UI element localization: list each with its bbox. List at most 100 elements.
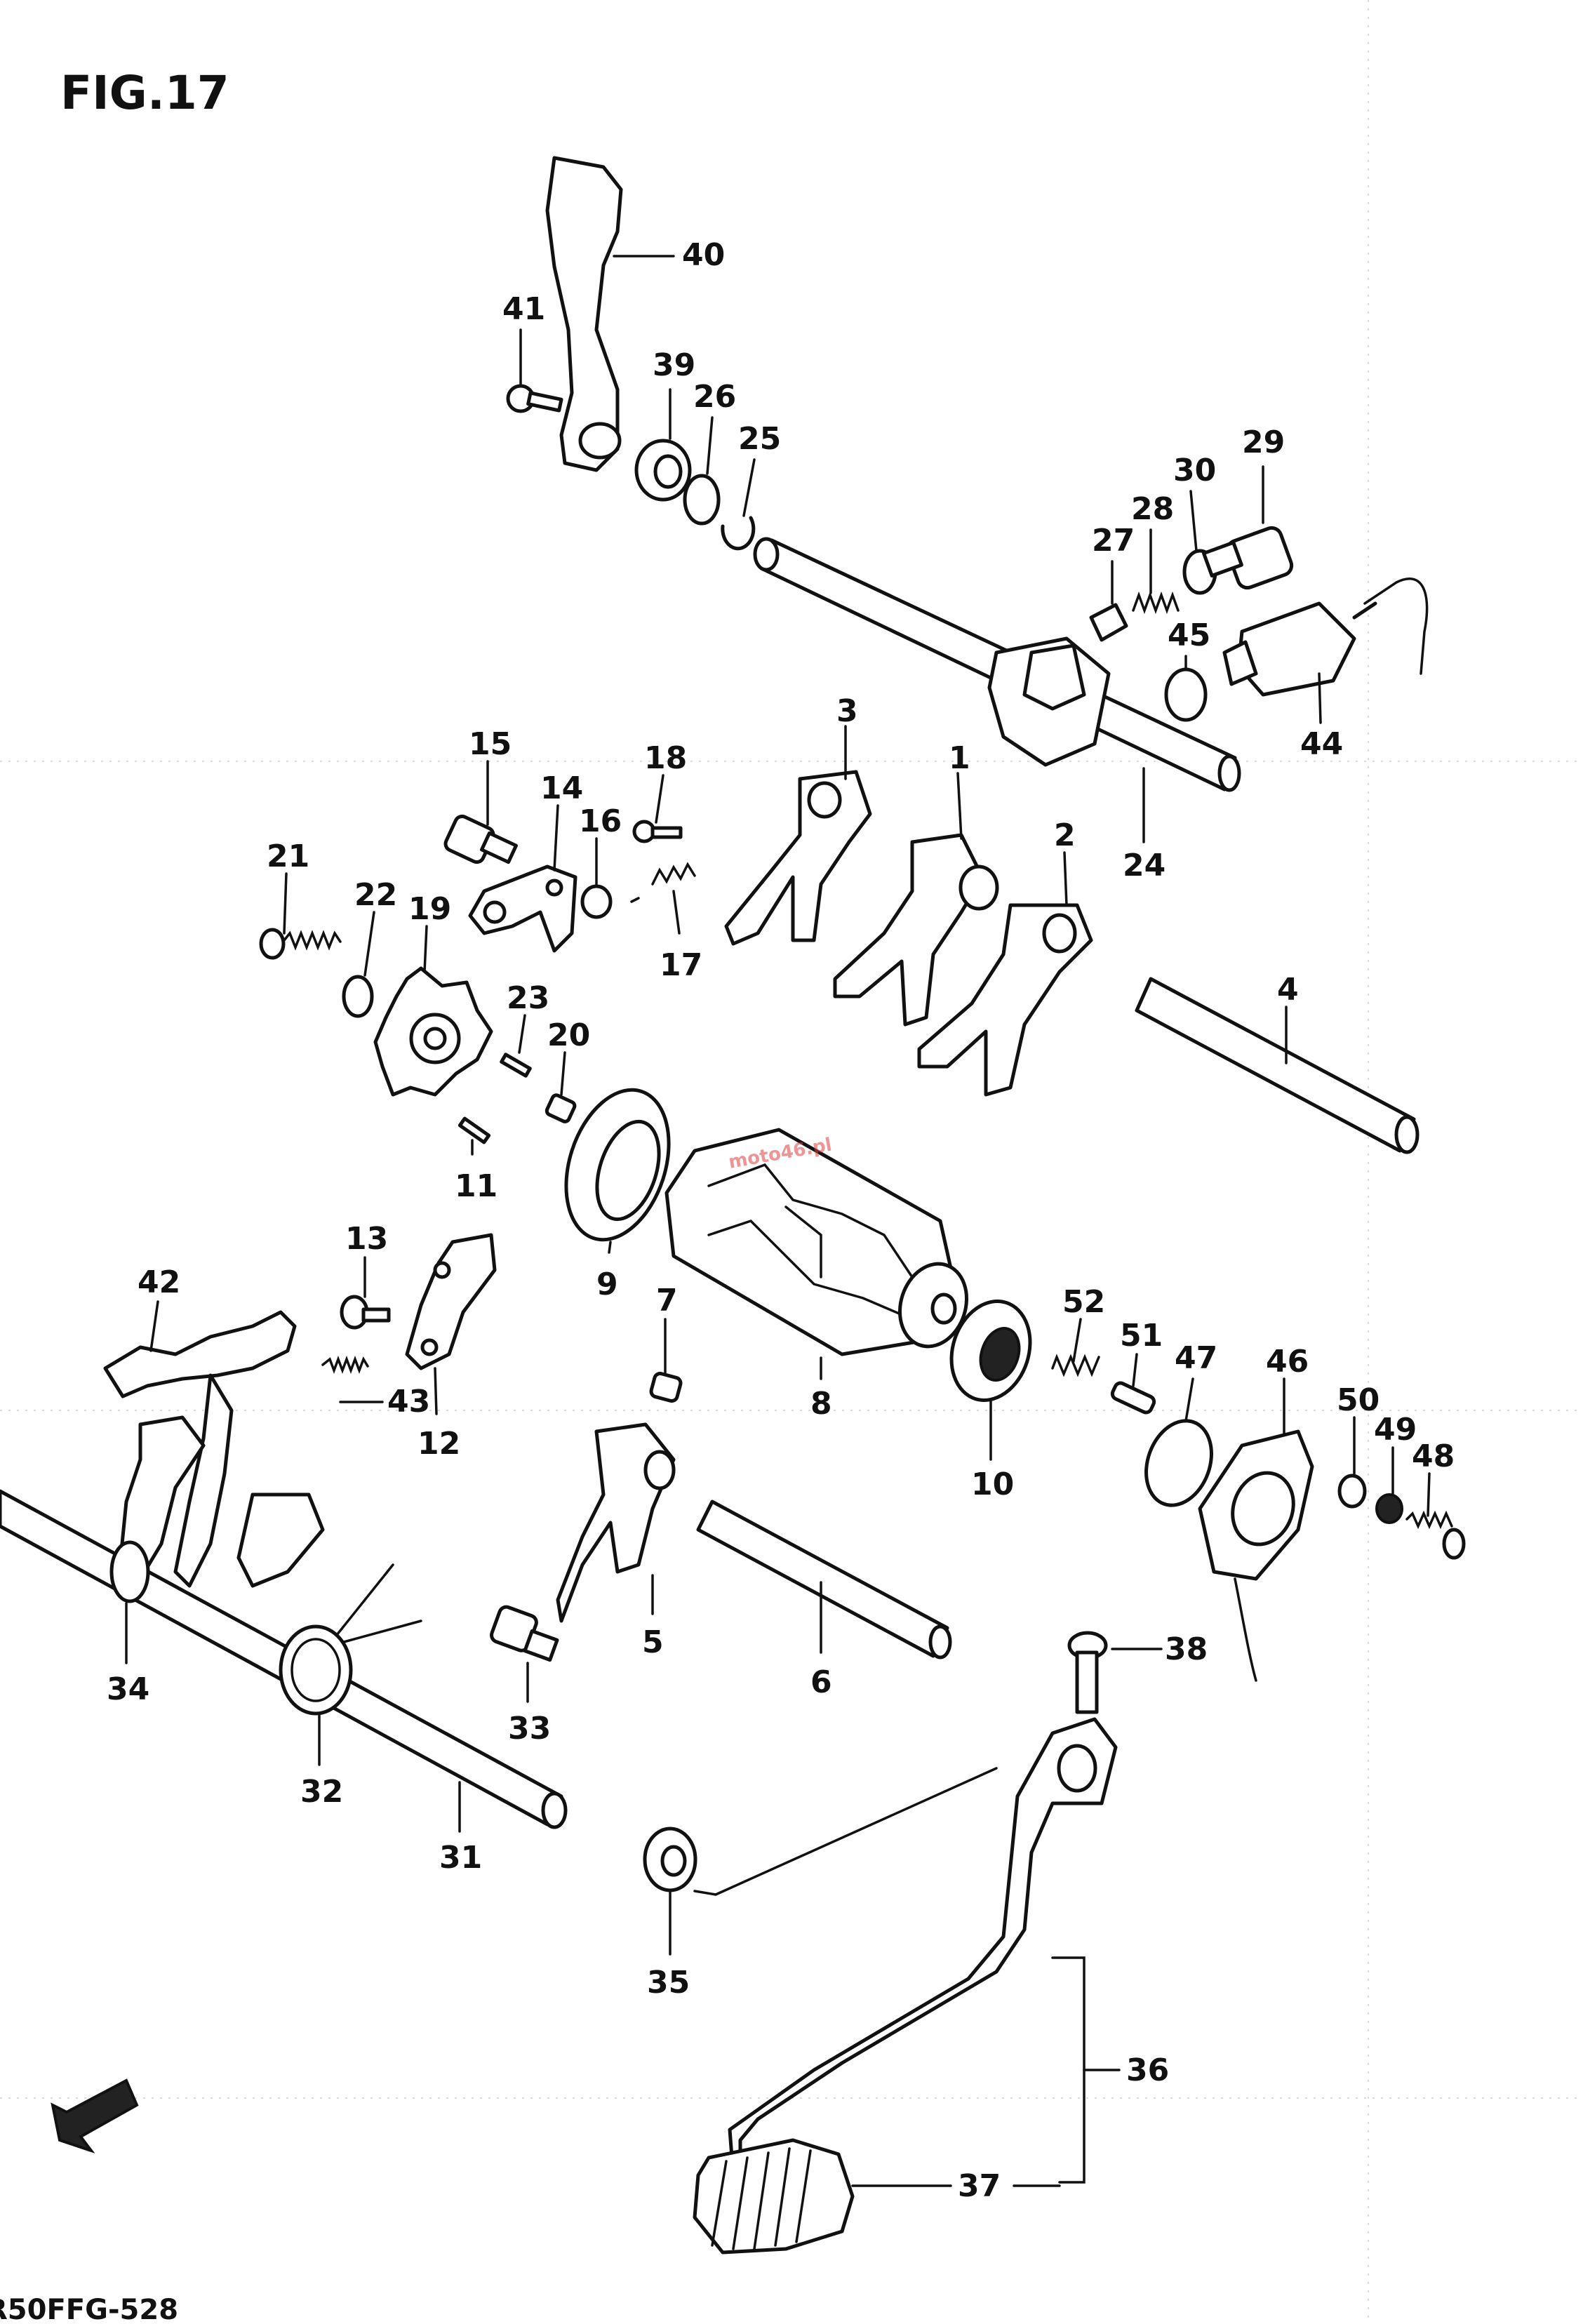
callout-46: 46 xyxy=(1266,1344,1309,1380)
callout-24: 24 xyxy=(1123,848,1165,883)
callout-30: 30 xyxy=(1173,453,1216,488)
callout-16: 16 xyxy=(579,803,622,839)
callout-26: 26 xyxy=(693,379,736,415)
callout-43: 43 xyxy=(387,1384,430,1420)
callout-49: 49 xyxy=(1374,1412,1417,1448)
model-code: R50FFG-528 xyxy=(0,2294,178,2324)
callout-12: 12 xyxy=(418,1426,460,1462)
part-33-stopper-bolt xyxy=(490,1605,559,1662)
part-36-gearshift-lever xyxy=(728,1717,1118,2177)
callout-45: 45 xyxy=(1168,617,1210,653)
part-42-gearshift-arm xyxy=(103,1310,297,1398)
callout-40: 40 xyxy=(682,237,725,273)
callout-25: 25 xyxy=(738,421,781,457)
shift-cam-group xyxy=(564,1088,1032,1402)
callout-5: 5 xyxy=(642,1624,664,1660)
part-1-shift-fork xyxy=(833,833,984,1027)
callout-7: 7 xyxy=(656,1283,678,1318)
part-4-fork-shaft xyxy=(1135,977,1416,1153)
callout-4: 4 xyxy=(1277,972,1299,1008)
cover-group xyxy=(1051,1354,1466,1682)
callout-3: 3 xyxy=(836,693,858,729)
callout-15: 15 xyxy=(469,726,512,762)
part-21-bolt xyxy=(259,928,342,960)
callout-22: 22 xyxy=(354,877,397,913)
callout-48: 48 xyxy=(1412,1438,1455,1474)
callout-41: 41 xyxy=(502,291,545,327)
callout-19: 19 xyxy=(408,891,451,927)
callout-10: 10 xyxy=(971,1467,1014,1502)
part-43-spring xyxy=(321,1356,369,1374)
part-47-o-ring xyxy=(1144,1419,1213,1507)
part-49-washer xyxy=(1375,1493,1403,1524)
callout-44: 44 xyxy=(1300,726,1343,762)
callout-18: 18 xyxy=(644,740,687,776)
part-37-pedal-rubber xyxy=(693,2138,855,2255)
part-34-washer xyxy=(109,1540,150,1603)
callout-14: 14 xyxy=(540,770,583,806)
part-7-pin xyxy=(649,1371,683,1403)
callout-52: 52 xyxy=(1062,1284,1105,1320)
callout-34: 34 xyxy=(107,1671,149,1707)
callout-6: 6 xyxy=(810,1664,832,1700)
callout-47: 47 xyxy=(1175,1340,1217,1376)
callout-21: 21 xyxy=(267,839,309,874)
front-direction-arrow-icon xyxy=(51,2078,139,2153)
part-13-bolt xyxy=(340,1295,391,1330)
callout-17: 17 xyxy=(660,947,702,983)
part-27-pin xyxy=(1089,603,1128,642)
callout-13: 13 xyxy=(345,1221,388,1257)
callout-32: 32 xyxy=(300,1774,343,1810)
callout-36: 36 xyxy=(1126,2052,1169,2088)
part-25-circlip xyxy=(721,516,756,551)
part-16-nut xyxy=(580,884,613,919)
callout-2: 2 xyxy=(1054,817,1076,853)
part-41-bolt xyxy=(506,384,563,413)
part-32-return-spring xyxy=(279,1563,422,1716)
part-48-bolt xyxy=(1405,1510,1466,1560)
part-22-washer xyxy=(342,975,374,1018)
callout-labels: 40 41 39 26 25 27 28 30 29 45 44 24 3 1 … xyxy=(107,237,1455,2204)
part-52-spring xyxy=(1051,1354,1100,1377)
part-45-o-ring xyxy=(1164,667,1208,722)
callout-20: 20 xyxy=(547,1017,590,1053)
callout-29: 29 xyxy=(1242,425,1285,460)
part-20-pin xyxy=(545,1093,577,1123)
part-26-washer xyxy=(683,474,721,526)
part-6-fork-shaft xyxy=(696,1500,949,1658)
part-15-bolt xyxy=(443,814,519,864)
callout-33: 33 xyxy=(508,1711,551,1747)
callout-42: 42 xyxy=(138,1264,180,1300)
part-51-pin xyxy=(1110,1381,1156,1415)
figure-title: FIG.17 xyxy=(60,66,229,120)
callout-31: 31 xyxy=(439,1840,482,1876)
callout-23: 23 xyxy=(507,980,549,1016)
part-12-plate xyxy=(405,1233,497,1370)
callout-50: 50 xyxy=(1337,1382,1380,1418)
part-2-shift-fork xyxy=(917,903,1093,1097)
part-50-washer xyxy=(1337,1474,1367,1509)
callout-9: 9 xyxy=(596,1267,618,1302)
callout-35: 35 xyxy=(647,1965,690,2001)
part-17-spring xyxy=(630,862,696,903)
shift-shaft-assembly xyxy=(506,156,1429,792)
callout-27: 27 xyxy=(1092,523,1135,559)
callout-28: 28 xyxy=(1131,491,1174,527)
part-40-shift-arm xyxy=(545,156,623,472)
cam-stopper-group xyxy=(259,814,696,1144)
part-23-pin xyxy=(500,1053,532,1078)
callout-51: 51 xyxy=(1120,1318,1163,1354)
leader-lines xyxy=(125,255,1431,2187)
callout-8: 8 xyxy=(810,1386,832,1422)
callout-38: 38 xyxy=(1165,1631,1208,1667)
part-18-bolt xyxy=(632,820,683,843)
callout-39: 39 xyxy=(653,347,695,383)
shift-forks xyxy=(724,770,1420,1154)
part-44-neutral-switch xyxy=(1222,577,1429,697)
lower-left-group xyxy=(0,1233,952,1829)
part-11-pin xyxy=(457,1116,491,1144)
callout-37: 37 xyxy=(958,2168,1001,2204)
gear-pedal-group xyxy=(643,1631,1118,2255)
part-28-spring xyxy=(1132,591,1180,615)
part-38-bolt xyxy=(1067,1631,1108,1714)
